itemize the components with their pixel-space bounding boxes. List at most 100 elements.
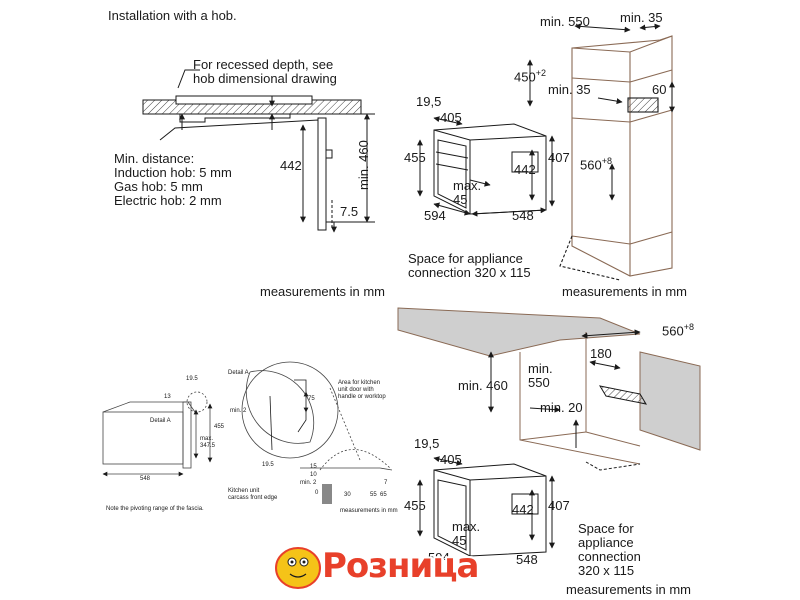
dim-560-br-sup: +8: [683, 322, 694, 332]
units-label-top-right: measurements in mm: [562, 284, 687, 299]
dim-min2-small: min. 2: [230, 408, 247, 414]
dim-7-small: 7: [384, 480, 388, 486]
dim-15-small: 15: [310, 464, 317, 470]
dim-min550-label: min. 550: [540, 14, 590, 29]
dim-line-min35: [597, 97, 623, 105]
area-leader: [329, 387, 361, 461]
panel-tall-cabinet-dims: [527, 23, 675, 201]
niche-floor: [585, 431, 641, 447]
logo-mascot: [275, 547, 321, 589]
worktop: [397, 307, 641, 357]
dim-min460-label-br: min. 460: [458, 378, 508, 393]
dim-548-small: 548: [140, 476, 151, 482]
units-label-bottom-right: measurements in mm: [566, 582, 691, 597]
dim-min550-label-br: min. 550: [528, 361, 553, 390]
dim-548-label-br: 548: [516, 552, 538, 567]
hob-underside: [179, 114, 291, 123]
oven-door-line: [435, 151, 469, 159]
oven-rear-box-2: [511, 493, 539, 515]
dim-548-label: 548: [512, 208, 534, 223]
dim-line-560: [581, 329, 641, 339]
dim-19-5-label-br: 19,5: [414, 436, 440, 451]
dim-13-small: 13: [164, 394, 171, 400]
oven-box-2: [433, 463, 547, 557]
dim-560-label-br: 560+8: [662, 322, 694, 338]
pivot-note: Note the pivoting range of the fascia.: [106, 506, 204, 512]
space-note-top: Space for appliance connection 320 x 115: [408, 251, 531, 280]
dim-455-small: 455: [214, 424, 225, 430]
dim-min35-label: min. 35: [548, 82, 591, 97]
oven-side-view: [102, 411, 184, 465]
panel-oven-dimensions-top: [417, 116, 555, 217]
dim-455-label: 455: [404, 150, 426, 165]
detail-a-title: Detail A: [228, 370, 249, 376]
niche-connection: [585, 461, 641, 471]
cabinet-shelf-1: [571, 77, 631, 83]
dim-line-min20: [529, 406, 561, 413]
dim-594-label-br: 594: [428, 550, 450, 565]
cabinet-shelf-2: [571, 117, 631, 123]
dim-442-label-center: 442: [514, 162, 536, 177]
cabinet-shelf-1b: [629, 69, 673, 83]
detail-a-circle: [186, 391, 208, 413]
dim-line-180: [589, 360, 621, 370]
panel-tall-cabinet: [559, 35, 673, 281]
carcass-note: Kitchen unit carcass front edge: [228, 488, 278, 501]
connection-space-outline: [559, 235, 621, 281]
dim-min2b-small: min. 2: [300, 480, 317, 486]
panel-detail-a: [102, 361, 393, 504]
units-label-top-left: measurements in mm: [260, 284, 385, 299]
dim-19-5-label: 19,5: [416, 94, 442, 109]
oven-door-line-2: [435, 163, 469, 171]
detail-a-label: Detail A: [150, 418, 171, 424]
dim-55-small: 55: [370, 492, 377, 498]
dim-560-value: 560: [580, 157, 602, 173]
panel-hob-section: [142, 69, 375, 233]
cabinet-shelf-3b: [629, 231, 673, 245]
hob-body: [175, 95, 313, 105]
oven-side-front: [182, 401, 192, 469]
niche-floor-2: [519, 431, 587, 441]
dim-30-small: 30: [344, 492, 351, 498]
watermark-logo-text: Розница: [322, 546, 479, 586]
dim-407-label-br: 407: [548, 498, 570, 513]
area-note: Area for kitchen unit door with handle o…: [338, 380, 386, 400]
detail-a-magnified-circle: [241, 361, 339, 459]
oven-side-2: [437, 479, 467, 551]
dim-450-value: 450: [514, 69, 536, 85]
dim-442-label: 442: [280, 158, 302, 173]
cabinet-vent-opening: [627, 97, 659, 113]
oven-side-top: [102, 401, 196, 413]
min-distance-note: Min. distance: Induction hob: 5 mm Gas h…: [114, 151, 232, 208]
dim-line-max45: [469, 179, 491, 187]
dim-max45-label-br: max. 45: [452, 519, 481, 548]
cabinet-shelf-3: [571, 235, 631, 245]
panel-niche: [397, 307, 701, 557]
dim-65-small: 65: [380, 492, 387, 498]
dim-75-small: 75: [308, 396, 315, 402]
dim-min20-label: min. 20: [540, 400, 583, 415]
cabinet-shelf-2b: [629, 109, 673, 123]
detail-a-magnified: [245, 370, 315, 444]
space-note-bottom: Space for appliance connection 320 x 115: [578, 521, 641, 578]
units-label-bottom-left: measurements in mm: [340, 508, 398, 514]
dim-450-label: 450+2: [514, 68, 546, 84]
dim-min460-label: min. 460: [356, 140, 371, 190]
dim-560-label: 560+8: [580, 156, 612, 172]
dim-0-small: 0: [315, 490, 319, 496]
pivot-arc: [319, 449, 391, 471]
watermark-logo: [275, 547, 321, 589]
carcass-edge: [269, 395, 273, 451]
recessed-depth-note: For recessed depth, see hob dimensional …: [193, 57, 337, 86]
niche-vent: [598, 385, 648, 405]
dim-line-405-2: [433, 456, 463, 466]
dim-line-min35-top: [639, 23, 661, 31]
dim-max45-label: max. 45: [453, 178, 482, 207]
dim-405-label-br: 405: [440, 452, 462, 467]
dim-line-405: [433, 116, 463, 126]
dim-450-sup: +2: [535, 68, 546, 78]
dim-180-label: 180: [590, 346, 612, 361]
carcass-block: [322, 484, 332, 504]
dim-min35-top-label: min. 35: [620, 10, 663, 25]
